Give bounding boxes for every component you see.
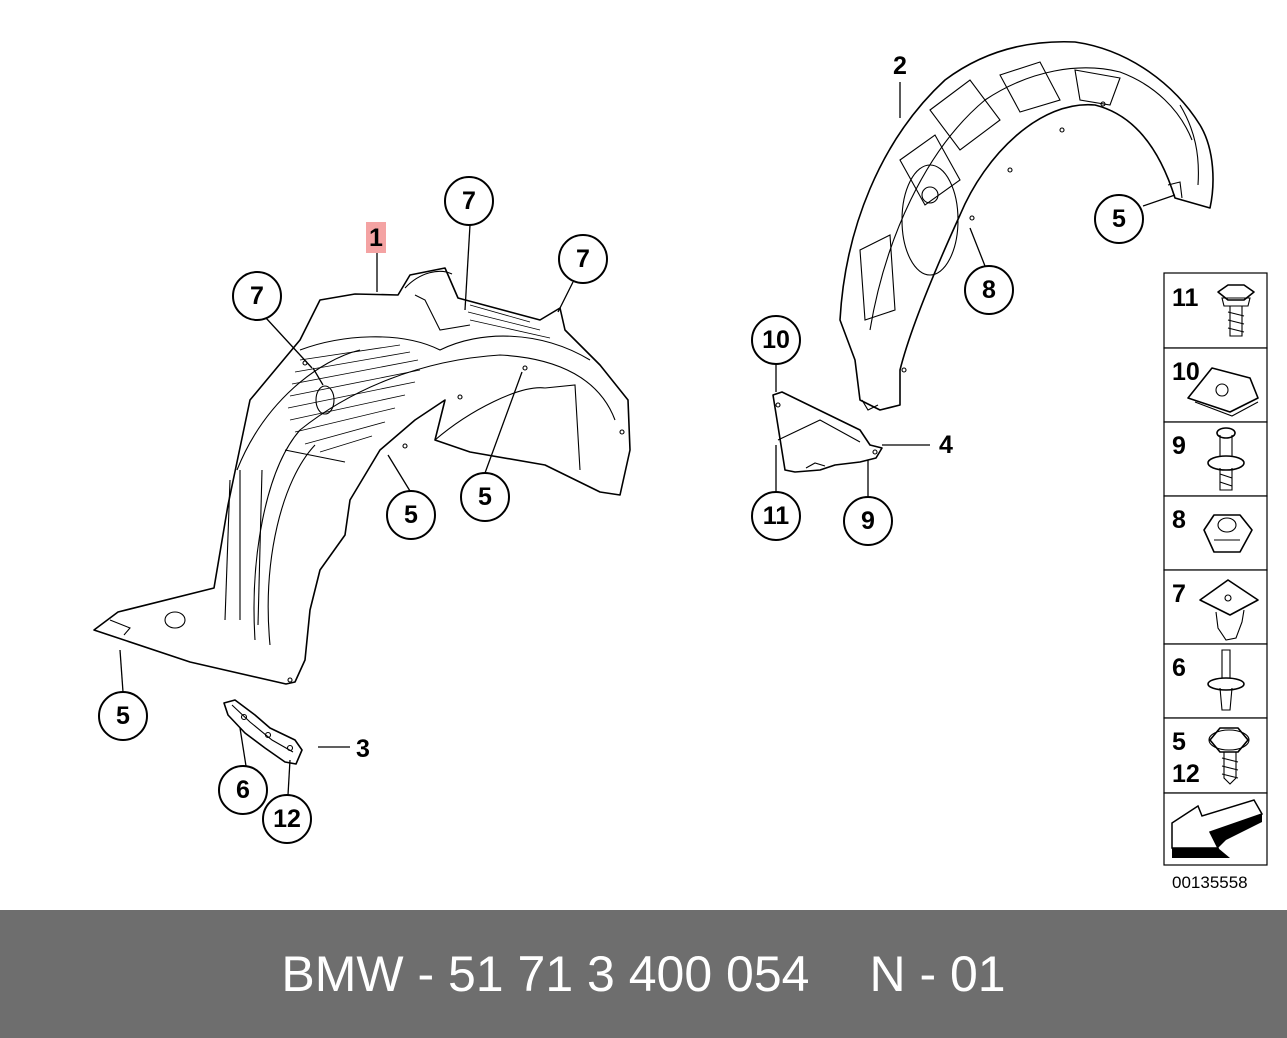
wheel-arch-liner-front bbox=[93, 267, 631, 685]
pin-bolt-icon bbox=[1207, 427, 1245, 491]
callout-7c: 7 bbox=[232, 271, 282, 321]
part-number-footer: BMW - 51 71 3 400 054 N - 01 bbox=[0, 910, 1287, 1038]
callout-4: 4 bbox=[939, 431, 953, 459]
svg-text:9: 9 bbox=[1172, 432, 1186, 460]
svg-text:7: 7 bbox=[462, 187, 476, 215]
footer-position-code: N - 01 bbox=[869, 946, 1006, 1002]
callout-10: 10 bbox=[751, 315, 801, 365]
svg-text:3: 3 bbox=[356, 735, 370, 763]
callout-5c: 5 bbox=[98, 691, 148, 741]
callout-5d: 5 bbox=[1094, 194, 1144, 244]
plate-part-4 bbox=[772, 391, 883, 473]
svg-text:7: 7 bbox=[576, 245, 590, 273]
svg-text:5: 5 bbox=[404, 501, 418, 529]
legend-row-5-12: 5 12 bbox=[1172, 727, 1250, 788]
callout-11: 11 bbox=[751, 491, 801, 541]
fastener-legend: 11 10 9 bbox=[1163, 272, 1268, 892]
callout-2: 2 bbox=[893, 52, 907, 80]
footer-part-number: BMW - 51 71 3 400 054 bbox=[281, 946, 810, 1002]
leader-lines bbox=[119, 82, 1176, 796]
callout-5b: 5 bbox=[460, 472, 510, 522]
svg-text:6: 6 bbox=[1172, 654, 1186, 682]
legend-row-8: 8 bbox=[1172, 506, 1253, 553]
svg-text:12: 12 bbox=[1172, 760, 1200, 788]
hex-bolt-icon bbox=[1217, 284, 1255, 337]
svg-text:12: 12 bbox=[273, 805, 301, 833]
svg-text:5: 5 bbox=[1172, 728, 1186, 756]
clip-nut-icon bbox=[1187, 367, 1259, 417]
legend-row-11: 11 bbox=[1172, 284, 1255, 337]
svg-text:7: 7 bbox=[1172, 580, 1186, 608]
direction-arrow-icon bbox=[1171, 799, 1264, 858]
callout-9: 9 bbox=[843, 496, 893, 546]
callout-7b: 7 bbox=[558, 234, 608, 284]
callout-1: 1 bbox=[366, 222, 386, 253]
parts-diagram: 1 7 7 7 5 5 5 6 12 3 2 5 8 bbox=[93, 40, 1268, 892]
document-number: 00135558 bbox=[1172, 873, 1248, 892]
flange-screw-icon bbox=[1208, 727, 1250, 785]
legend-row-6: 6 bbox=[1172, 649, 1245, 711]
hex-nut-icon bbox=[1203, 514, 1253, 553]
callout-5a: 5 bbox=[386, 490, 436, 540]
svg-text:5: 5 bbox=[116, 702, 130, 730]
svg-text:9: 9 bbox=[861, 507, 875, 535]
svg-text:5: 5 bbox=[478, 483, 492, 511]
expanding-rivet-icon bbox=[1207, 649, 1245, 711]
legend-row-10: 10 bbox=[1172, 358, 1259, 417]
wheel-arch-liner-rear bbox=[839, 40, 1214, 411]
svg-text:10: 10 bbox=[762, 326, 790, 354]
svg-text:10: 10 bbox=[1172, 358, 1200, 386]
svg-text:6: 6 bbox=[236, 776, 250, 804]
svg-text:8: 8 bbox=[1172, 506, 1186, 534]
ribbed-texture-area bbox=[287, 304, 551, 453]
svg-text:5: 5 bbox=[1112, 205, 1126, 233]
callout-3: 3 bbox=[356, 735, 370, 763]
callout-7a: 7 bbox=[444, 176, 494, 226]
svg-text:4: 4 bbox=[939, 431, 953, 459]
callout-12: 12 bbox=[262, 794, 312, 844]
svg-text:8: 8 bbox=[982, 276, 996, 304]
highlight-box bbox=[366, 222, 386, 253]
legend-row-9: 9 bbox=[1172, 427, 1245, 491]
legend-row-7: 7 bbox=[1172, 579, 1259, 641]
svg-text:7: 7 bbox=[250, 282, 264, 310]
bracket-part-3 bbox=[223, 699, 303, 765]
svg-text:11: 11 bbox=[763, 502, 790, 530]
svg-text:2: 2 bbox=[893, 52, 907, 80]
svg-text:11: 11 bbox=[1172, 284, 1199, 312]
svg-text:1: 1 bbox=[369, 224, 383, 252]
callout-6: 6 bbox=[218, 765, 268, 815]
callout-8: 8 bbox=[964, 265, 1014, 315]
spring-nut-icon bbox=[1199, 579, 1259, 641]
